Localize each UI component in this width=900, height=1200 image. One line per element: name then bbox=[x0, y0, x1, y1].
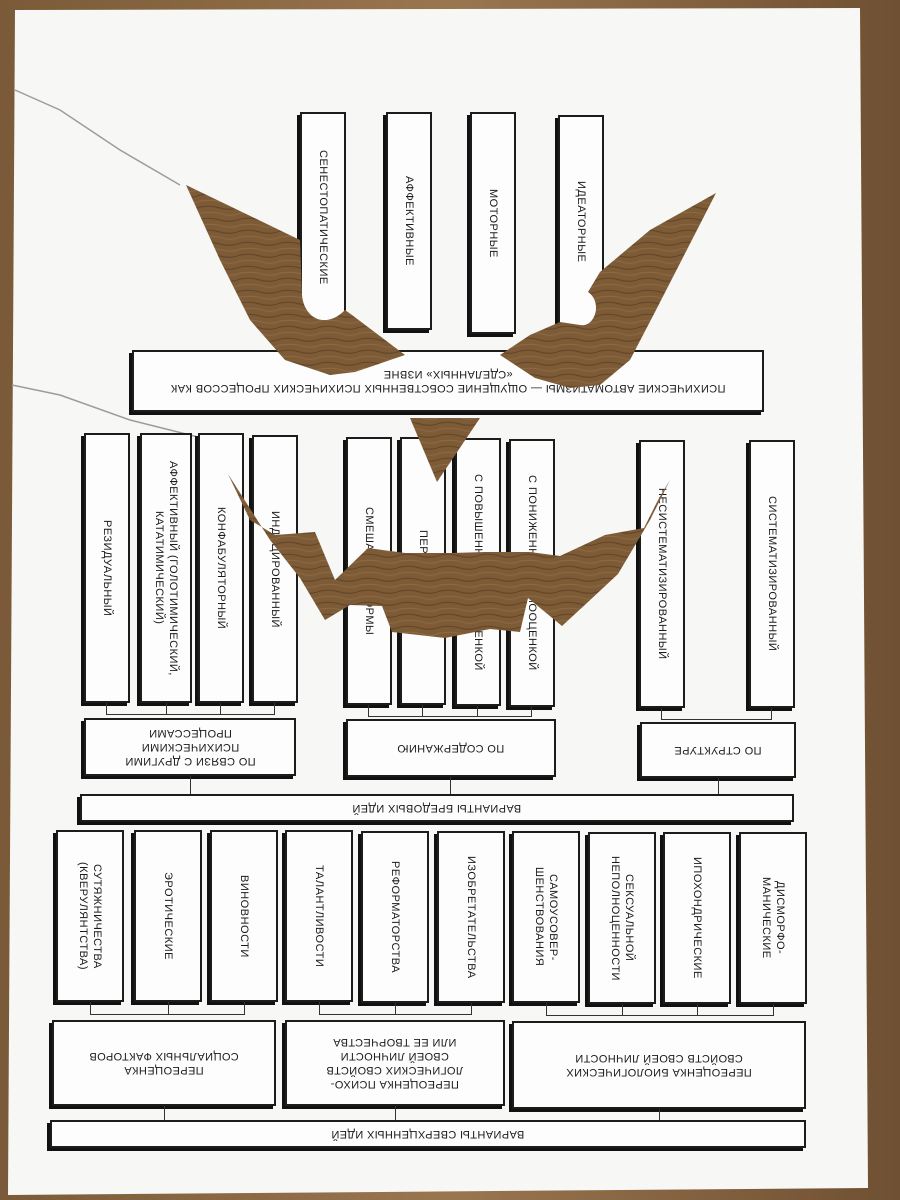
box-label: ДИСМОРФО- МАНИЧЕСКИЕ bbox=[760, 877, 786, 959]
box-invention: ИЗОБРЕТАТЕЛЬСТВА bbox=[437, 831, 505, 1003]
box-senestopathic: СЕНЕСТОПАТИЧЕСКИЕ bbox=[300, 112, 346, 322]
box-self-improvement: САМОУСОВЕР- ШЕНСТВОВАНИЯ bbox=[512, 831, 580, 1003]
box-label: РЕЗИДУАЛЬНЫЙ bbox=[101, 519, 113, 617]
group-social-factors: ПЕРЕОЦЕНКА СОЦИАЛЬНЫХ ФАКТОРОВ bbox=[52, 1020, 276, 1106]
box-label: ЭРОТИЧЕСКИЕ bbox=[162, 872, 174, 960]
box-reformism: РЕФОРМАТОРСТВА bbox=[361, 831, 429, 1003]
box-label: СЕКСУАЛЬНОЙ НЕПОЛНОЦЕННОСТИ bbox=[609, 855, 635, 981]
box-confabulatory: КОНФАБУЛЯТОРНЫЙ bbox=[198, 433, 244, 703]
box-label: АФФЕКТИВНЫЙ (ГОЛОТИМИЧЕСКИЙ, КАТАТИМИЧЕС… bbox=[153, 460, 179, 676]
left-eye-cutout bbox=[186, 185, 405, 375]
box-affective-delusion: АФФЕКТИВНЫЙ (ГОЛОТИМИЧЕСКИЙ, КАТАТИМИЧЕС… bbox=[140, 433, 192, 703]
box-label: РЕФОРМАТОРСТВА bbox=[389, 860, 401, 974]
automatism-header-box: ПСИХИЧЕСКИЕ АВТОМАТИЗМЫ — ОЩУЩЕНИЕ СОБСТ… bbox=[132, 350, 764, 412]
box-label: МОТОРНЫЕ bbox=[487, 188, 499, 258]
overvalued-ideas-header-box: ВАРИАНТЫ СВЕРХЦЕННЫХ ИДЕЙ bbox=[50, 1120, 806, 1148]
box-guilt: ВИНОВНОСТИ bbox=[210, 830, 278, 1002]
box-erotic: ЭРОТИЧЕСКИЕ bbox=[134, 830, 202, 1002]
box-systematized: СИСТЕМАТИЗИРОВАННЫЙ bbox=[749, 440, 795, 708]
group-psychological-properties: ПЕРЕОЦЕНКА ПСИХО- ЛОГИЧЕСКИХ СВОЙСТВ СВО… bbox=[285, 1020, 505, 1106]
group-by-structure: ПО СТРУКТУРЕ bbox=[640, 722, 796, 778]
box-label: ИПОХОНДРИЧЕСКИЕ bbox=[691, 857, 703, 979]
group-by-content: ПО СОДЕРЖАНИЮ bbox=[346, 719, 556, 777]
nose-cutout bbox=[410, 418, 480, 482]
box-hypochondriac: ИПОХОНДРИЧЕСКИЕ bbox=[663, 832, 731, 1004]
box-label: САМОУСОВЕР- ШЕНСТВОВАНИЯ bbox=[533, 867, 559, 967]
box-motor: МОТОРНЫЕ bbox=[470, 112, 516, 334]
box-residual: РЕЗИДУАЛЬНЫЙ bbox=[84, 433, 130, 703]
box-label: АФФЕКТИВНЫЕ bbox=[403, 176, 415, 266]
box-label: ИДЕАТОРНЫЕ bbox=[575, 181, 587, 263]
box-label: СУТЯЖНИЧЕСТВА (КВЕРУЛЯНТСТВА) bbox=[77, 861, 103, 971]
box-unsystematized: НЕСИСТЕМАТИЗИРОВАННЫЙ bbox=[639, 440, 685, 708]
delusion-variants-header-box: ВАРИАНТЫ БРЕДОВЫХ ИДЕЙ bbox=[80, 794, 794, 822]
group-biological-properties: ПЕРЕОЦЕНКА БИОЛОГИЧЕСКИХ СВОЙСТВ СВОЕЙ Л… bbox=[512, 1021, 806, 1109]
box-label: СЕНЕСТОПАТИЧЕСКИЕ bbox=[317, 149, 329, 285]
box-label: ИЗОБРЕТАТЕЛЬСТВА bbox=[465, 855, 477, 979]
box-dysmorphomanic: ДИСМОРФО- МАНИЧЕСКИЕ bbox=[739, 832, 807, 1004]
group-by-relation: ПО СВЯЗИ С ДРУГИМИ ПСИХИЧЕСКИМИ ПРОЦЕССА… bbox=[84, 718, 296, 776]
box-label: КОНФАБУЛЯТОРНЫЙ bbox=[215, 506, 227, 630]
box-label: НЕСИСТЕМАТИЗИРОВАННЫЙ bbox=[656, 488, 668, 660]
right-eye-cutout bbox=[500, 193, 716, 388]
box-label: ТАЛАНТЛИВОСТИ bbox=[313, 864, 325, 968]
box-label: ВИНОВНОСТИ bbox=[238, 874, 250, 958]
box-talent: ТАЛАНТЛИВОСТИ bbox=[285, 830, 353, 1002]
box-querulous: СУТЯЖНИЧЕСТВА (КВЕРУЛЯНТСТВА) bbox=[56, 830, 124, 1002]
box-sexual-inferiority: СЕКСУАЛЬНОЙ НЕПОЛНОЦЕННОСТИ bbox=[588, 832, 656, 1004]
mouth-cutout bbox=[228, 474, 670, 638]
box-affective: АФФЕКТИВНЫЕ bbox=[386, 112, 432, 330]
box-label: СИСТЕМАТИЗИРОВАННЫЙ bbox=[766, 496, 778, 652]
